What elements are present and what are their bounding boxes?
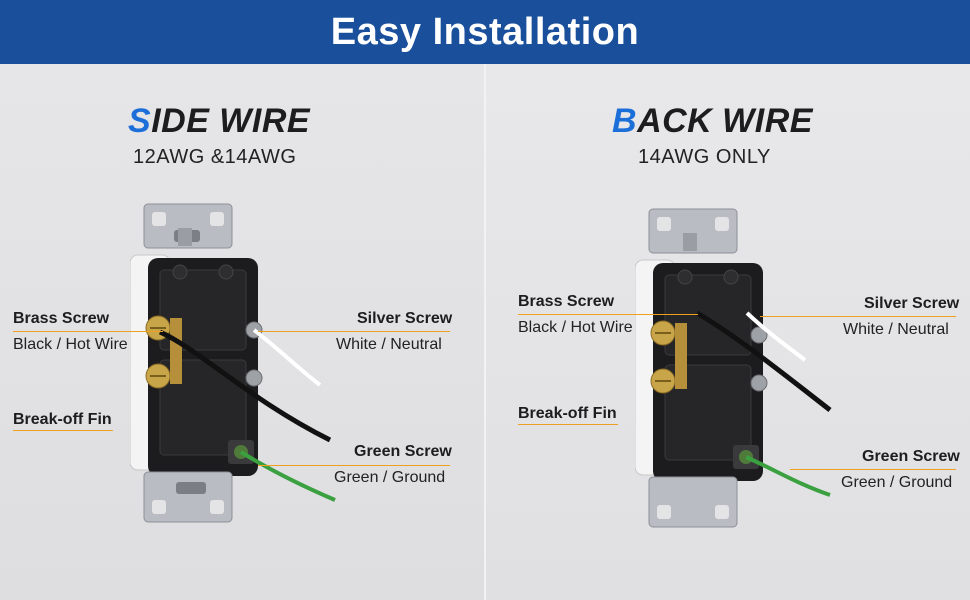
- back-wire-heading-rest: ACK WIRE: [637, 102, 813, 140]
- back-silver-callout-line: [760, 316, 956, 317]
- back-silver-screw-desc: White / Neutral: [843, 321, 949, 338]
- side-breakoff-callout-line: [13, 430, 113, 431]
- back-wire-heading-accent: B: [612, 102, 638, 140]
- back-breakoff-fin-label: Break-off Fin: [518, 405, 617, 422]
- back-wire-outlet-illustration: [635, 208, 832, 528]
- back-brass-callout-line: [518, 314, 698, 315]
- back-brass-screw-title: Brass Screw: [518, 293, 615, 310]
- panel-divider: [484, 64, 486, 600]
- side-wire-heading-rest: IDE WIRE: [151, 102, 311, 140]
- side-wire-subheading: 12AWG &14AWG: [133, 146, 297, 168]
- back-breakoff-callout-line: [518, 424, 618, 425]
- back-green-screw-title: Green Screw: [862, 448, 960, 465]
- side-wire-heading-accent: S: [128, 102, 152, 140]
- back-brass-screw-desc: Black / Hot Wire: [518, 319, 633, 336]
- side-silver-screw-desc: White / Neutral: [336, 336, 442, 353]
- side-green-screw-title: Green Screw: [354, 443, 452, 460]
- side-brass-screw-desc: Black / Hot Wire: [13, 336, 128, 353]
- header-banner: Easy Installation: [0, 0, 970, 64]
- back-wire-subheading: 14AWG ONLY: [638, 146, 771, 168]
- side-brass-screw-title: Brass Screw: [13, 310, 110, 327]
- side-green-screw-desc: Green / Ground: [334, 469, 446, 486]
- side-brass-callout-line: [13, 331, 163, 332]
- side-silver-callout-line: [258, 331, 450, 332]
- page-title: Easy Installation: [330, 10, 640, 53]
- back-wire-heading: BACK WIRE: [612, 102, 813, 141]
- side-green-callout-line: [258, 465, 450, 466]
- back-green-screw-desc: Green / Ground: [841, 474, 953, 491]
- side-wire-heading: SIDE WIRE: [128, 102, 310, 141]
- side-wire-outlet-illustration: [130, 203, 336, 523]
- side-breakoff-fin-label: Break-off Fin: [13, 411, 112, 428]
- back-silver-screw-title: Silver Screw: [864, 295, 960, 312]
- side-silver-screw-title: Silver Screw: [357, 310, 453, 327]
- back-green-callout-line: [790, 469, 956, 470]
